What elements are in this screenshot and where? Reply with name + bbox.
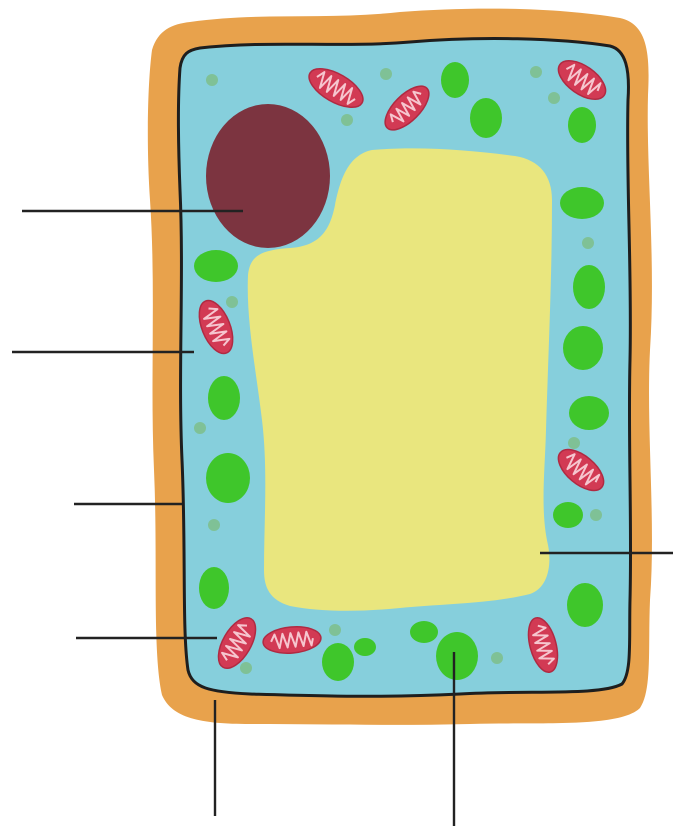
chloroplast: [560, 187, 604, 219]
chloroplast: [194, 250, 238, 282]
granule: [240, 662, 252, 674]
chloroplast: [470, 98, 502, 138]
granule: [491, 652, 503, 664]
chloroplast: [553, 502, 583, 528]
chloroplast: [410, 621, 438, 643]
granule: [380, 68, 392, 80]
chloroplast: [206, 453, 250, 503]
granule: [582, 237, 594, 249]
granule: [590, 509, 602, 521]
chloroplast: [208, 376, 240, 420]
chloroplast: [199, 567, 229, 609]
chloroplast: [322, 643, 354, 681]
chloroplast: [563, 326, 603, 370]
chloroplast: [354, 638, 376, 656]
chloroplast: [436, 632, 478, 680]
granule: [226, 296, 238, 308]
chloroplast: [573, 265, 605, 309]
granule: [208, 519, 220, 531]
granule: [194, 422, 206, 434]
chloroplast: [441, 62, 469, 98]
granule: [341, 114, 353, 126]
chloroplast: [568, 107, 596, 143]
chloroplast: [569, 396, 609, 430]
chloroplast: [567, 583, 603, 627]
nucleus: [206, 104, 330, 248]
granule: [568, 437, 580, 449]
granule: [548, 92, 560, 104]
granule: [530, 66, 542, 78]
granule: [206, 74, 218, 86]
granule: [329, 624, 341, 636]
